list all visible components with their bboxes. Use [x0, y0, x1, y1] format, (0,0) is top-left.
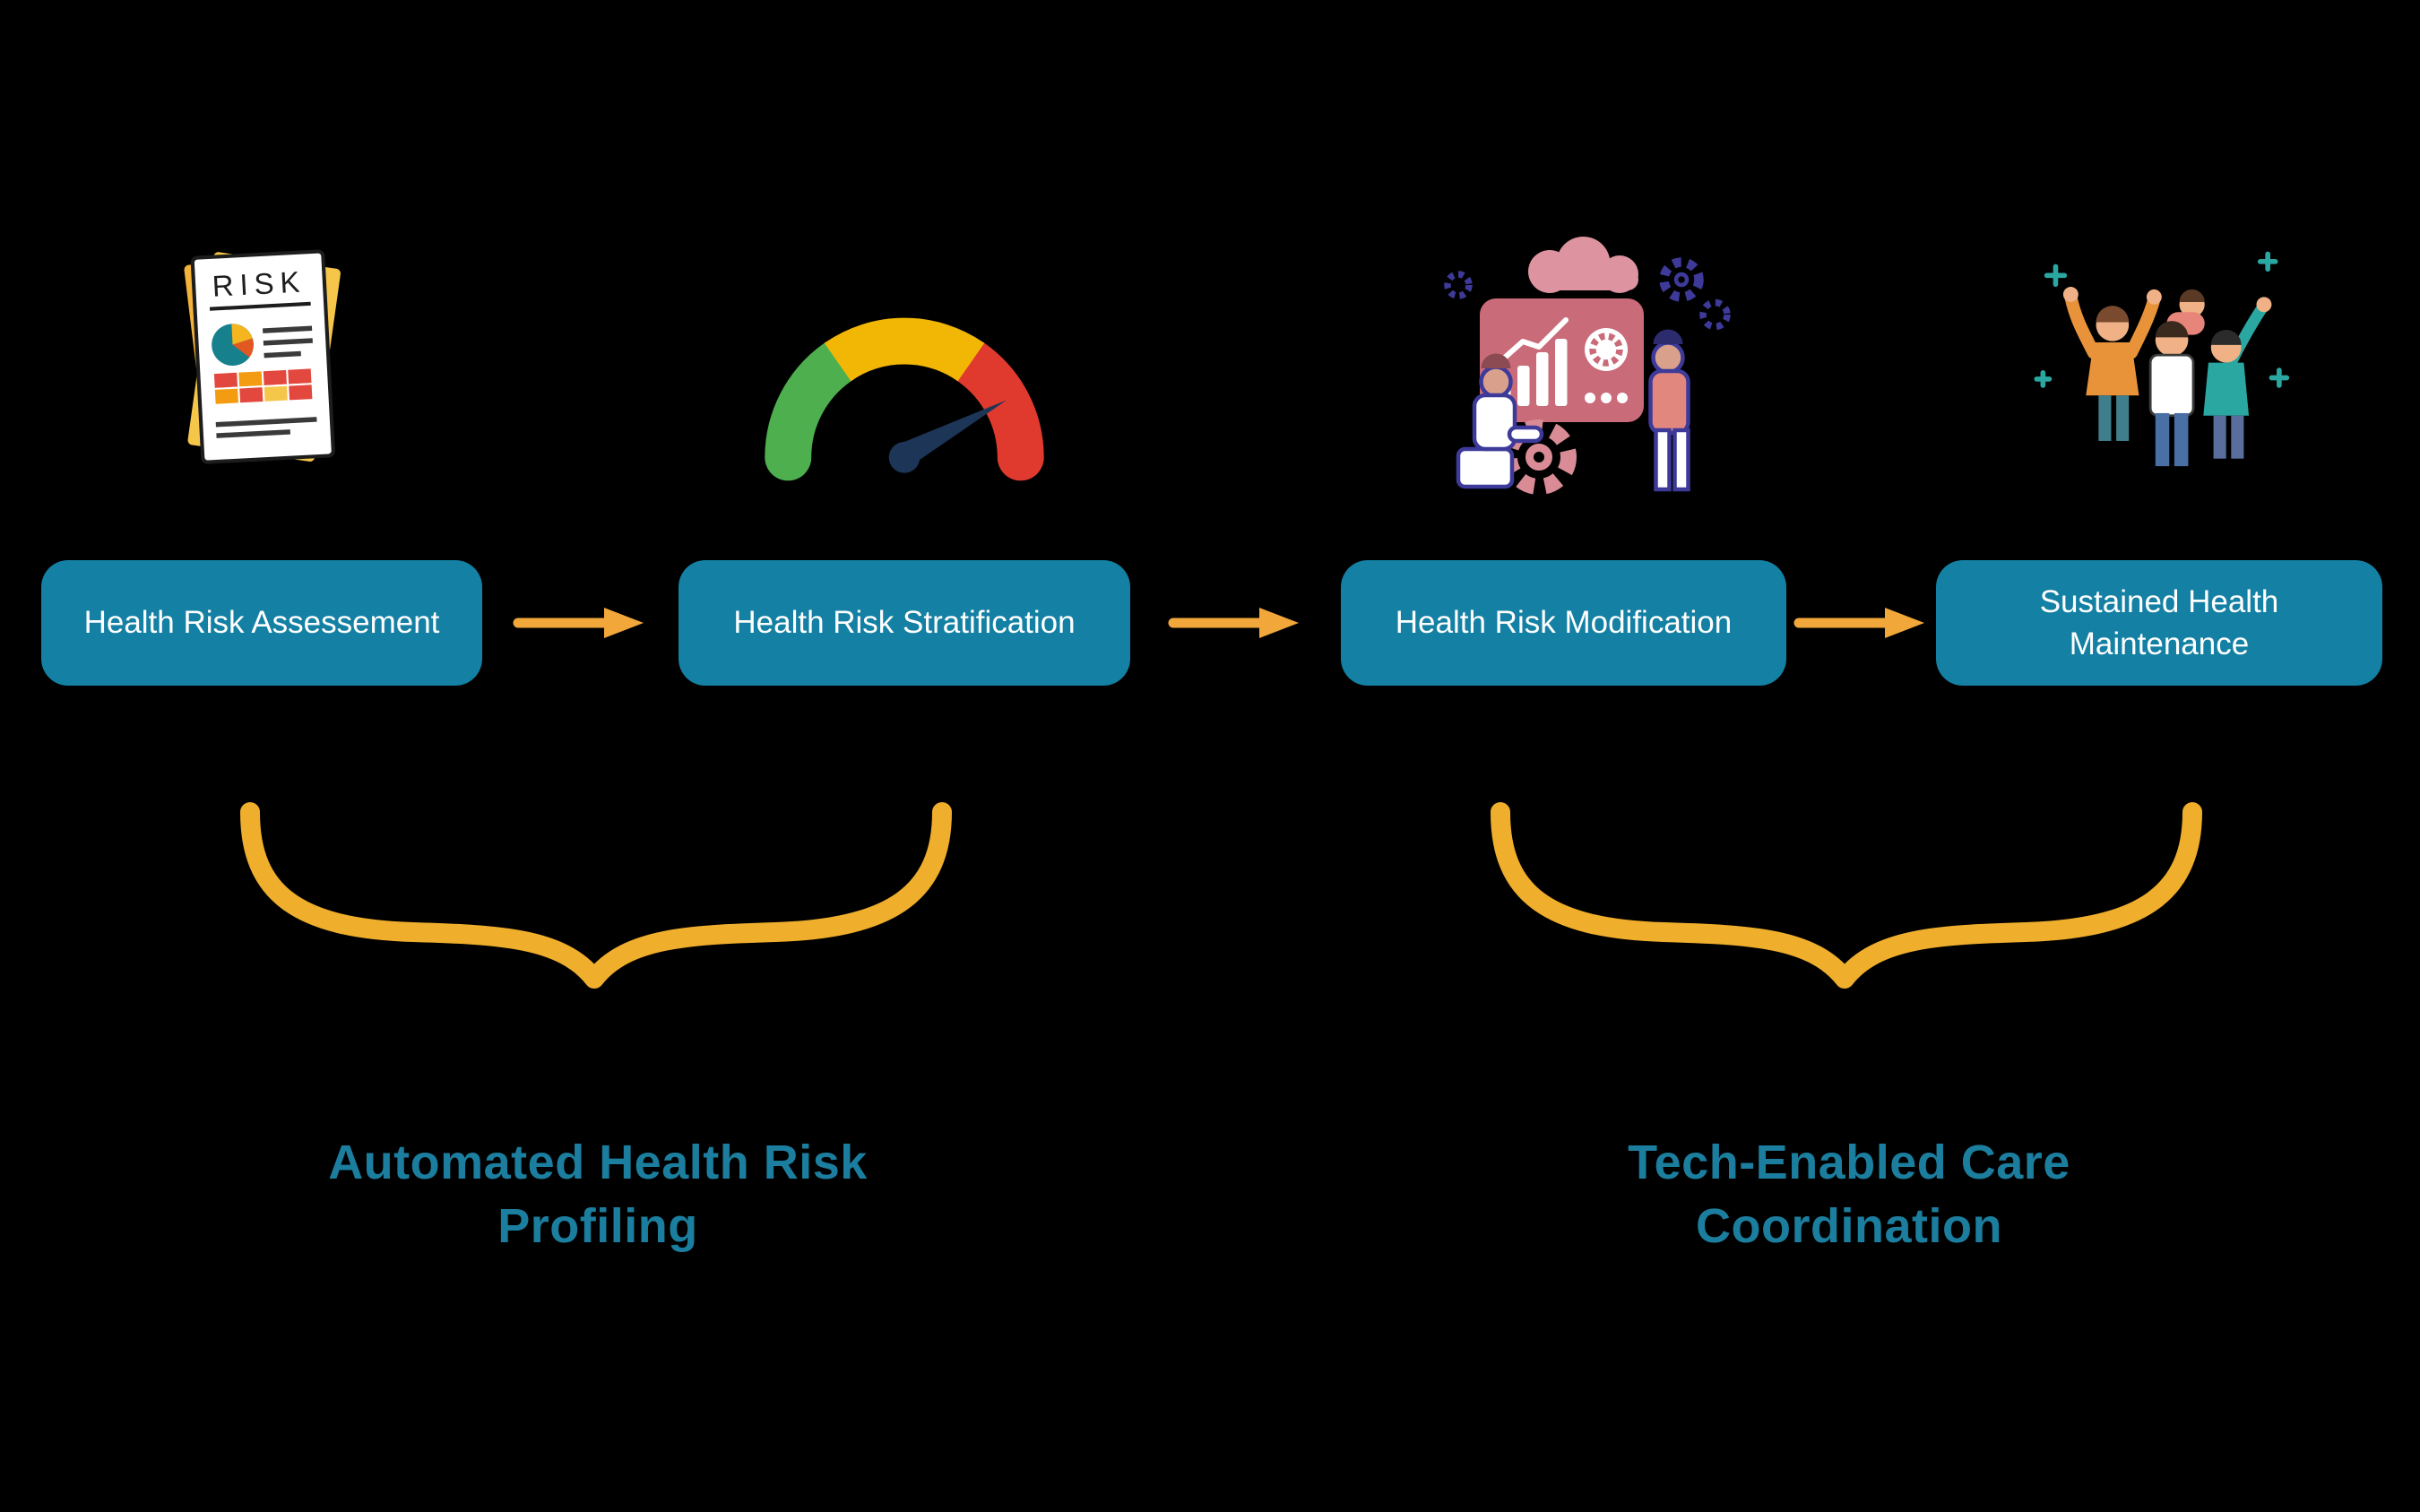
report-footer-lines: [215, 417, 317, 438]
gauge-needle: [888, 400, 1007, 473]
sparkles: [2034, 251, 2290, 388]
flow-arrow-3: [1793, 608, 1924, 638]
group-label-automated-profiling: Automated Health Risk Profiling: [328, 1136, 868, 1254]
gauge-arc: [765, 317, 1044, 481]
risk-gauge-icon: [749, 287, 1059, 493]
person-left: [2062, 287, 2162, 441]
step-box-stratification: Health Risk Stratification: [678, 560, 1130, 686]
step-box-assessment: Health Risk Assessement: [41, 560, 482, 686]
flow-arrow-2: [1168, 608, 1299, 638]
step-label-assessment: Health Risk Assessement: [83, 605, 440, 641]
happy-family-icon: [2020, 231, 2298, 501]
person-standing: [1648, 329, 1690, 492]
pie-chart: [212, 324, 254, 367]
flow-arrow-1: [513, 608, 644, 638]
care-team-technology-svg: [1444, 237, 1731, 495]
group-brace-left: [240, 802, 952, 989]
happy-family-svg: [2034, 251, 2290, 467]
person-middle-with-child: [2148, 289, 2205, 467]
step-label-stratification: Health Risk Stratification: [733, 605, 1076, 641]
group-label-care-coordination: Tech-Enabled Care Coordination: [1628, 1136, 2070, 1254]
gear-coin: [1585, 328, 1628, 371]
step-label-maintenance: Sustained Health Maintenance: [2039, 583, 2279, 661]
cloud: [1528, 237, 1638, 293]
step-box-maintenance: Sustained Health Maintenance: [1936, 560, 2382, 686]
risk-report-icon: RISK: [163, 235, 360, 486]
risk-gauge-svg: [765, 317, 1044, 481]
step-box-modification: Health Risk Modification: [1341, 560, 1786, 686]
risk-report-svg: RISK: [184, 249, 341, 464]
report-page: RISK: [190, 249, 335, 464]
care-team-technology-icon: [1388, 229, 1738, 515]
outline-gears: [1444, 257, 1731, 331]
step-label-modification: Health Risk Modification: [1395, 605, 1733, 641]
group-brace-right: [1491, 802, 2202, 989]
panel-dots: [1585, 393, 1628, 403]
person-right: [2203, 297, 2272, 459]
dashboard-panel: [1480, 298, 1644, 422]
risk-grid: [212, 367, 315, 406]
report-text-lines: [263, 325, 313, 359]
risk-document-title: RISK: [212, 264, 307, 302]
trend-line: [1496, 317, 1569, 366]
person-sitting: [1456, 353, 1544, 489]
